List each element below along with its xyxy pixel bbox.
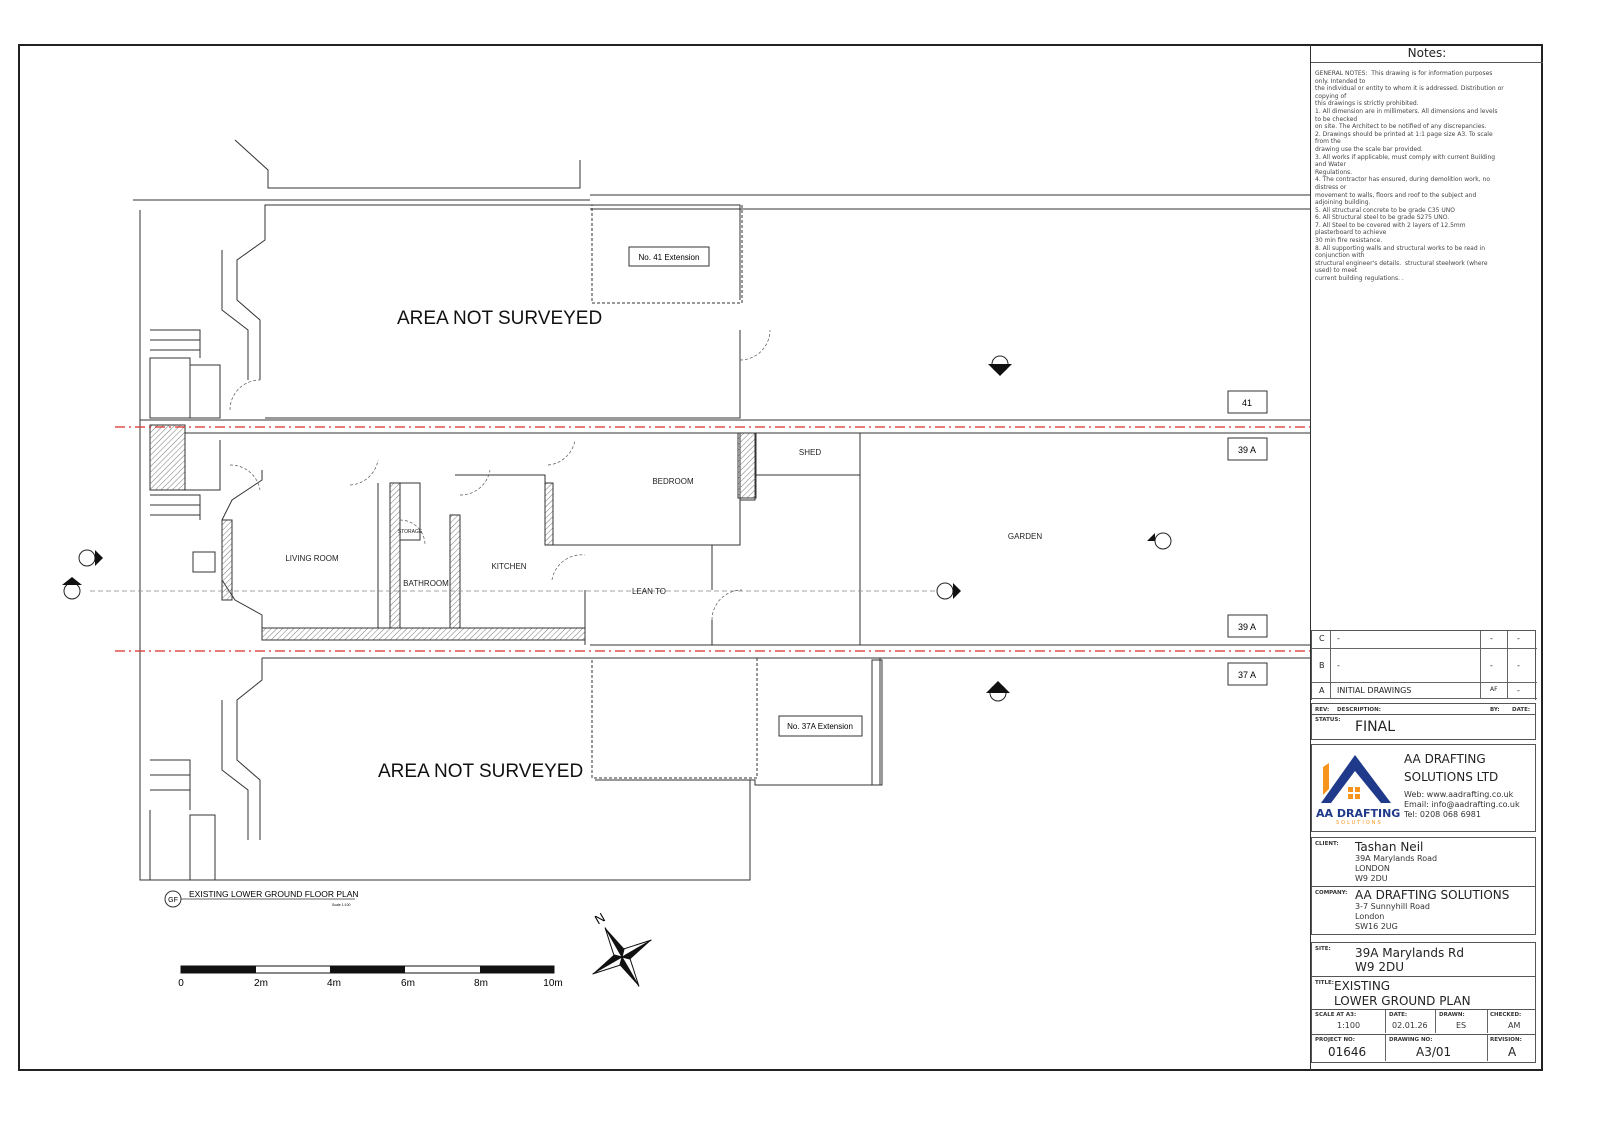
site-block: SITE: 39A Marylands Rd W9 2DU [1311, 942, 1536, 977]
room-lean-to: LEAN TO [632, 587, 666, 596]
room-bedroom: BEDROOM [652, 477, 694, 486]
room-storage: STORAGE [398, 529, 423, 535]
room-bathroom: BATHROOM [403, 579, 449, 588]
floor-plan: AREA NOT SURVEYED AREA NOT SURVEYED No. … [62, 139, 1310, 989]
company-tel: Tel: 0208 068 6981 [1404, 810, 1481, 819]
company-block: COMPANY: AA DRAFTING SOLUTIONS 3-7 Sunny… [1311, 887, 1536, 935]
room-living-room: LIVING ROOM [285, 554, 339, 563]
boundary-tag: 39 A [1238, 622, 1256, 632]
drawing-tag: GF [168, 897, 178, 904]
project-number: 01646 [1328, 1045, 1367, 1059]
drawing-title: EXISTING LOWER GROUND FLOOR PLAN [189, 889, 359, 899]
svg-text:4m: 4m [327, 978, 341, 989]
revision-value: A [1508, 1045, 1517, 1059]
boundary-tag: 41 [1242, 398, 1252, 408]
scale-bar: 0 2m 4m 6m 8m 10m [178, 965, 563, 989]
status-value: FINAL [1355, 719, 1396, 735]
section-marker-icon [62, 355, 1172, 702]
title-block: Notes: GENERAL NOTES: This drawing is fo… [1310, 44, 1543, 1071]
logo-text: AA DRAFTING [1316, 807, 1401, 820]
company-name-line1: AA DRAFTING [1404, 752, 1486, 766]
client-name: Tashan Neil [1355, 840, 1424, 854]
no41-extension-label: No. 41 Extension [639, 253, 700, 262]
company-name: AA DRAFTING SOLUTIONS [1355, 888, 1510, 902]
logo-subtext: SOLUTIONS [1336, 820, 1383, 826]
svg-text:10m: 10m [543, 978, 562, 989]
svg-text:8m: 8m [474, 978, 488, 989]
svg-text:6m: 6m [401, 978, 415, 989]
drawing-number: A3/01 [1416, 1045, 1452, 1059]
meta-row-2: PROJECT NO:01646 DRAWING NO:A3/01 REVISI… [1311, 1035, 1536, 1063]
client-block: CLIENT: Tashan Neil 39A Marylands Road L… [1311, 837, 1536, 887]
meta-row-1: SCALE AT A3:1:100 DATE:02.01.26 DRAWN:ES… [1311, 1010, 1536, 1035]
revision-row: B--- [1312, 649, 1537, 683]
boundary-tag: 37 A [1238, 670, 1256, 680]
svg-text:0: 0 [178, 978, 184, 989]
area-not-surveyed-bottom: AREA NOT SURVEYED [378, 761, 583, 782]
svg-text:2m: 2m [254, 978, 268, 989]
area-not-surveyed-top: AREA NOT SURVEYED [397, 308, 602, 329]
description-header: DESCRIPTION: [1337, 707, 1381, 713]
company-logo-icon [1321, 755, 1391, 803]
svg-text:N: N [592, 910, 608, 928]
title-field: TITLE: EXISTING LOWER GROUND PLAN [1311, 977, 1536, 1010]
company-web[interactable]: Web: www.aadrafting.co.uk [1404, 790, 1514, 799]
room-kitchen: KITCHEN [491, 562, 526, 571]
notes-heading: Notes: [1311, 44, 1543, 63]
room-garden: GARDEN [1008, 532, 1042, 541]
by-header: BY: [1490, 707, 1500, 713]
no37a-extension-label: No. 37A Extension [787, 722, 853, 731]
boundary-tag: 39 A [1238, 445, 1256, 455]
company-logo-block: AA DRAFTING SOLUTIONS AA DRAFTING SOLUTI… [1311, 744, 1536, 832]
north-arrow-icon: N [592, 910, 652, 987]
drawing-scale: Scale 1:100 [332, 903, 351, 907]
status-label: STATUS: [1315, 717, 1341, 723]
company-name-line2: SOLUTIONS LTD [1404, 770, 1499, 784]
rev-header: REV: [1315, 707, 1330, 713]
date-header: DATE: [1512, 707, 1531, 713]
company-email[interactable]: Email: info@aadrafting.co.uk [1404, 800, 1520, 809]
drawing-sheet-border [18, 44, 1543, 1071]
general-notes: GENERAL NOTES: This drawing is for infor… [1315, 70, 1504, 283]
revision-row: C--- [1312, 631, 1537, 649]
room-shed: SHED [799, 448, 821, 457]
